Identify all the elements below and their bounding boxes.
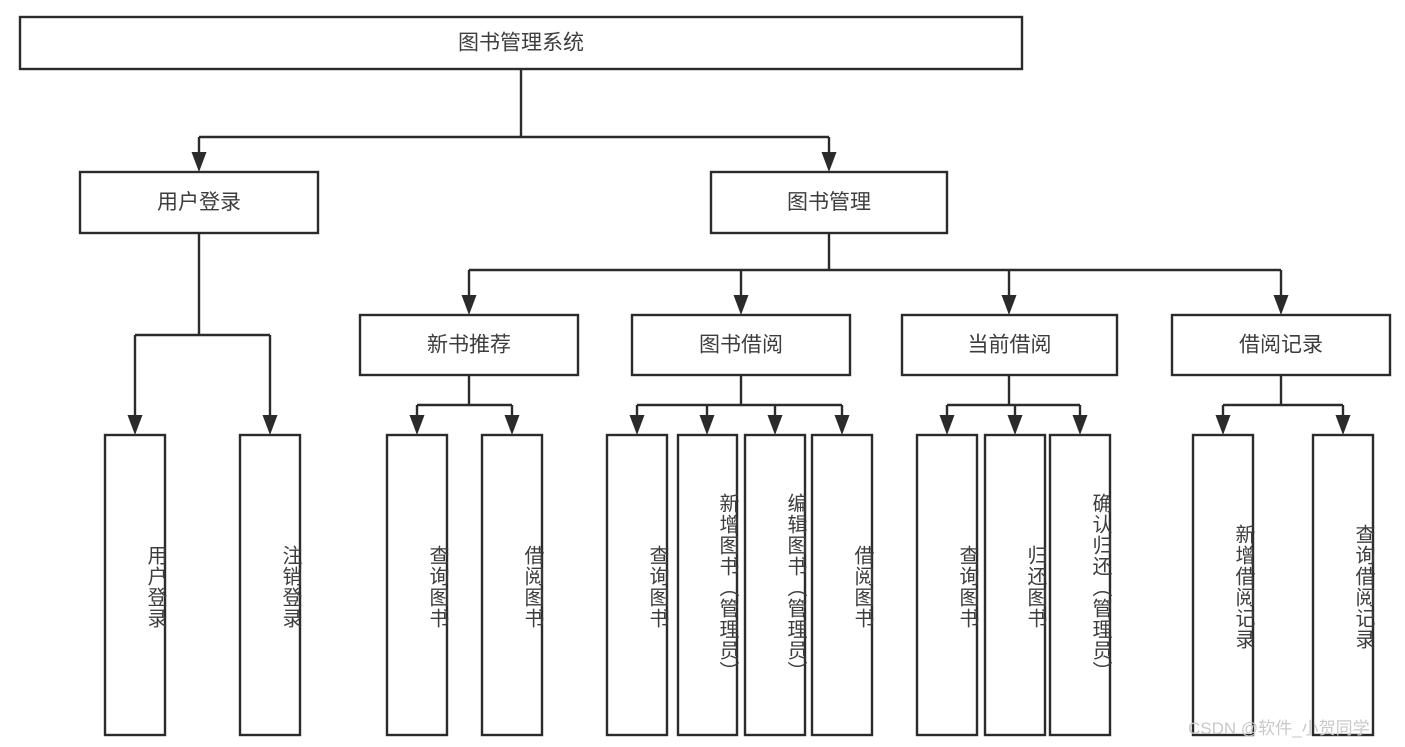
node-label-borrow-record: 借阅记录	[1239, 334, 1323, 357]
arrow-head-icon	[629, 415, 645, 435]
arrow-head-icon	[834, 415, 850, 435]
node-box-book-management[interactable]	[709, 170, 949, 235]
node-box-new-book-recommend[interactable]	[358, 313, 580, 377]
arrow-head-icon	[262, 415, 278, 435]
node-box-leaf-confirm-return[interactable]	[1048, 433, 1112, 737]
node-box-leaf-user-login[interactable]	[103, 433, 167, 737]
csdn-watermark: CSDN @软件_小贺同学	[1188, 719, 1370, 738]
node-label-book-management: 图书管理	[787, 191, 871, 214]
node-box-leaf-add-book[interactable]	[676, 433, 739, 737]
arrow-head-icon	[767, 415, 783, 435]
node-label-user-login: 用户登录	[157, 191, 241, 214]
node-box-leaf-return-book[interactable]	[983, 433, 1047, 737]
node-label-new-book-recommend: 新书推荐	[427, 334, 511, 357]
node-box-leaf-borrow-book[interactable]	[810, 433, 874, 737]
node-box-borrow-record[interactable]	[1170, 313, 1392, 377]
node-box-current-borrow[interactable]	[900, 313, 1119, 377]
arrow-head-icon	[461, 295, 477, 315]
node-box-leaf-query-book-current[interactable]	[915, 433, 979, 737]
arrow-head-icon	[1001, 295, 1017, 315]
arrow-head-icon	[939, 415, 955, 435]
node-box-leaf-query-book-borrow[interactable]	[605, 433, 669, 737]
node-box-layer	[18, 15, 1392, 737]
arrow-head-icon	[821, 152, 837, 172]
node-box-user-login[interactable]	[78, 170, 320, 235]
node-label-book-borrow: 图书借阅	[699, 334, 783, 357]
arrow-head-icon	[409, 415, 425, 435]
arrow-head-icon	[127, 415, 143, 435]
arrow-head-icon	[1273, 295, 1289, 315]
arrow-head-icon	[504, 415, 520, 435]
node-box-leaf-add-borrow-record[interactable]	[1191, 433, 1255, 737]
arrow-head-icon	[1007, 415, 1023, 435]
arrow-head-icon	[191, 152, 207, 172]
connector-layer	[127, 69, 1351, 435]
node-label-root: 图书管理系统	[458, 32, 584, 55]
arrow-head-icon	[1335, 415, 1351, 435]
arrow-head-icon	[699, 415, 715, 435]
arrow-head-icon	[1215, 415, 1231, 435]
node-box-leaf-edit-book[interactable]	[743, 433, 807, 737]
arrow-head-icon	[733, 295, 749, 315]
arrow-head-icon	[1072, 415, 1088, 435]
node-box-leaf-borrow-book-new[interactable]	[480, 433, 544, 737]
node-label-current-borrow: 当前借阅	[968, 334, 1052, 357]
node-box-leaf-query-borrow-record[interactable]	[1311, 433, 1375, 737]
node-box-leaf-logout[interactable]	[238, 433, 302, 737]
node-box-leaf-query-book-new[interactable]	[385, 433, 449, 737]
node-box-book-borrow[interactable]	[630, 313, 852, 377]
node-box-root[interactable]	[18, 15, 1024, 71]
